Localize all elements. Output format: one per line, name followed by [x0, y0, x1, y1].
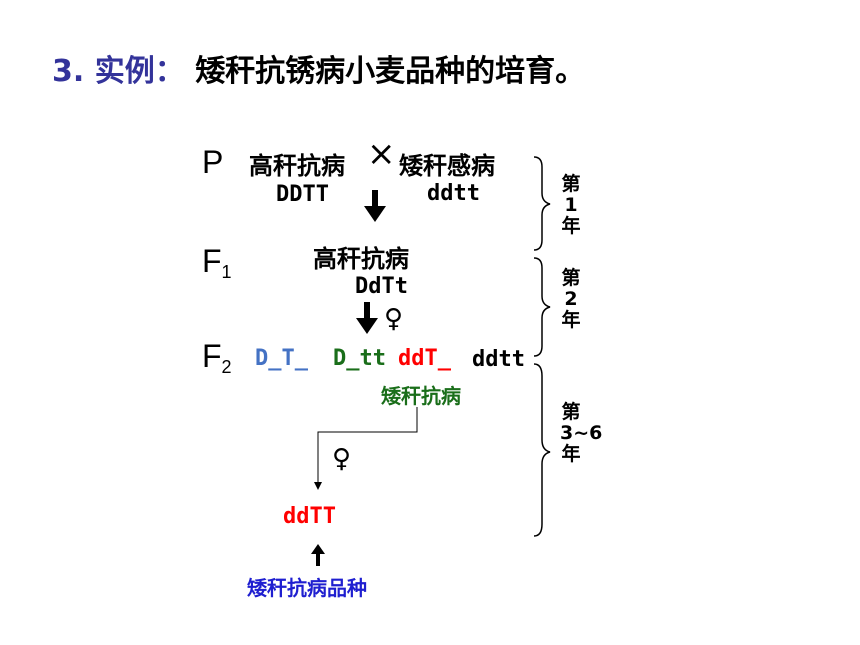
parent-dwarf-susceptible: 矮秆感病	[399, 152, 495, 180]
title-number: 3.	[52, 54, 85, 89]
parent-tall-resistant: 高秆抗病	[249, 152, 345, 180]
f1-letter: F	[202, 243, 222, 279]
f1-phenotype: 高秆抗病	[313, 245, 409, 273]
brace-year-1	[533, 156, 551, 251]
slide-title: 3. 实例： 矮秆抗锈病小麦品种的培育。	[52, 46, 585, 90]
f1-genotype: DdTt	[355, 274, 408, 299]
arrow-variety-up	[311, 544, 325, 566]
cross-symbol: ×	[367, 134, 396, 174]
result-genotype: ddTT	[283, 504, 336, 529]
arrow-f1-to-f2	[356, 302, 378, 334]
result-variety: 矮秆抗病品种	[247, 576, 367, 600]
selection-connector	[314, 407, 418, 490]
f2-selected-phenotype: 矮秆抗病	[381, 384, 461, 408]
f2-letter: F	[202, 338, 222, 374]
title-text: 矮秆抗锈病小麦品种的培育。	[195, 54, 586, 89]
generation-p: P	[202, 144, 224, 180]
parent-tall-genotype: DDTT	[276, 182, 329, 207]
generation-f1: F1	[202, 243, 232, 283]
arrow-p-to-f1	[364, 190, 386, 222]
title-heading: 实例：	[94, 54, 185, 89]
f1-subscript: 1	[221, 262, 232, 282]
f2-genotype-ddtt: ddtt	[472, 347, 525, 372]
selfing-symbol-f1: ♀	[384, 304, 404, 334]
year-label-3-6: 第3~6年	[560, 401, 603, 465]
f2-genotype-d-t: D_T_	[255, 346, 308, 371]
selfing-symbol-selection: ♀	[332, 444, 352, 474]
brace-year-2	[533, 257, 551, 357]
generation-f2: F2	[202, 338, 232, 378]
f2-genotype-d-tt: D_tt	[333, 346, 386, 371]
f2-subscript: 2	[221, 357, 232, 377]
f2-genotype-dd-t: ddT_	[398, 346, 451, 371]
parent-dwarf-genotype: ddtt	[427, 181, 480, 206]
year-label-1: 第1年	[561, 173, 581, 237]
brace-year-3-6	[533, 363, 551, 537]
year-label-2: 第2年	[561, 267, 581, 331]
